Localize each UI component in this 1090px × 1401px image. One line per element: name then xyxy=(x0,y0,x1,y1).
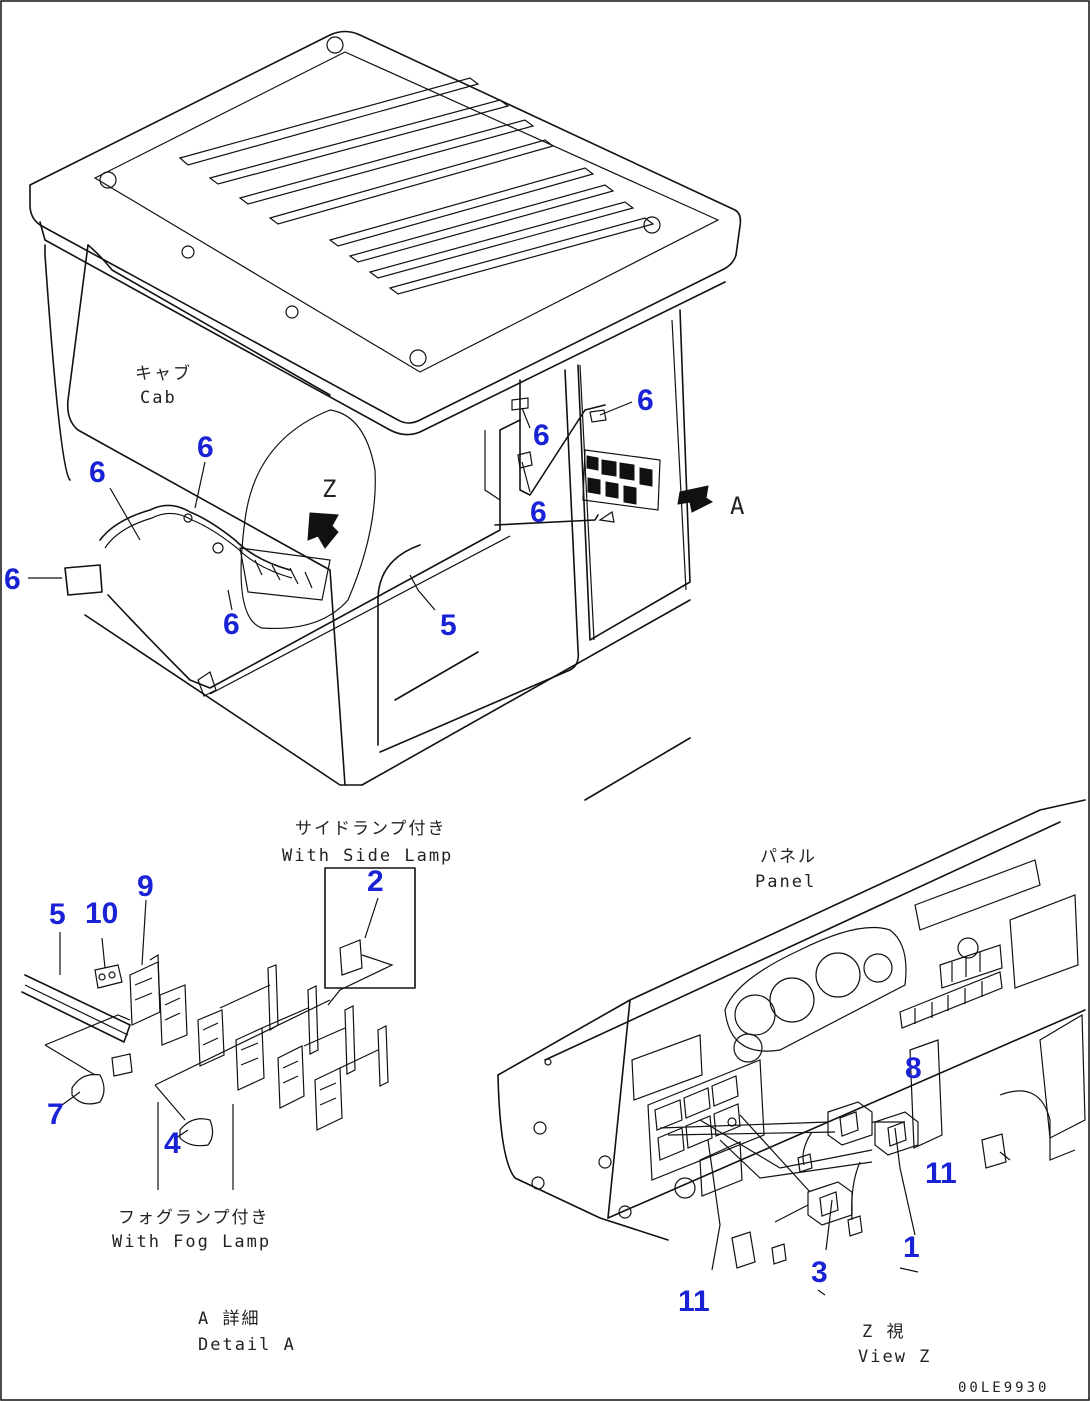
callout-9: 9 xyxy=(137,870,154,903)
callout-6: 6 xyxy=(637,384,654,417)
cab-label-jp: キャブ xyxy=(135,363,192,384)
fog-lamp-label-en: With Fog Lamp xyxy=(112,1232,271,1252)
cab-drawing: Z A キャブ Cab xyxy=(29,30,746,801)
callout-1: 1 xyxy=(903,1231,920,1264)
callout-6: 6 xyxy=(223,608,240,641)
panel-label-jp: パネル xyxy=(760,847,817,867)
side-lamp-label-en: With Side Lamp xyxy=(282,846,453,866)
detail-a-label-en: Detail A xyxy=(198,1335,296,1355)
callout-11: 11 xyxy=(678,1285,710,1318)
drawing-reference-number: 00LE9930 xyxy=(958,1380,1049,1396)
fog-lamp-label-jp: フォグランプ付き xyxy=(118,1208,270,1228)
panel-label-en: Panel xyxy=(755,872,816,892)
callout-8: 8 xyxy=(905,1052,922,1085)
callout-6: 6 xyxy=(533,419,550,452)
callout-5: 5 xyxy=(49,898,66,931)
a-marker-label: A xyxy=(730,492,746,520)
side-lamp-label-jp: サイドランプ付き xyxy=(295,819,447,839)
callout-3: 3 xyxy=(811,1256,828,1289)
z-marker-label: Z xyxy=(322,475,338,503)
a-detail-arrow-icon xyxy=(677,485,713,513)
view-z-label-en: View Z xyxy=(858,1347,931,1367)
callout-6: 6 xyxy=(530,496,547,529)
callout-6: 6 xyxy=(197,431,214,464)
callout-10: 10 xyxy=(85,897,118,930)
detail-a-leader-lines xyxy=(59,899,189,1139)
cab-leader-lines xyxy=(28,401,633,611)
detail-a-label-jp: A 詳細 xyxy=(198,1309,260,1329)
callout-5: 5 xyxy=(440,609,457,642)
cab-label-en: Cab xyxy=(140,388,177,408)
z-view-arrow-icon xyxy=(307,512,339,549)
callout-2: 2 xyxy=(367,865,384,898)
detail-a-drawing xyxy=(21,867,416,1190)
callout-6: 6 xyxy=(89,456,106,489)
view-z-label-jp: Z 視 xyxy=(862,1322,905,1342)
callout-4: 4 xyxy=(164,1127,181,1160)
callout-11: 11 xyxy=(925,1157,957,1190)
callout-6: 6 xyxy=(4,563,21,596)
callout-7: 7 xyxy=(47,1098,64,1131)
panel-drawing xyxy=(497,799,1086,1296)
